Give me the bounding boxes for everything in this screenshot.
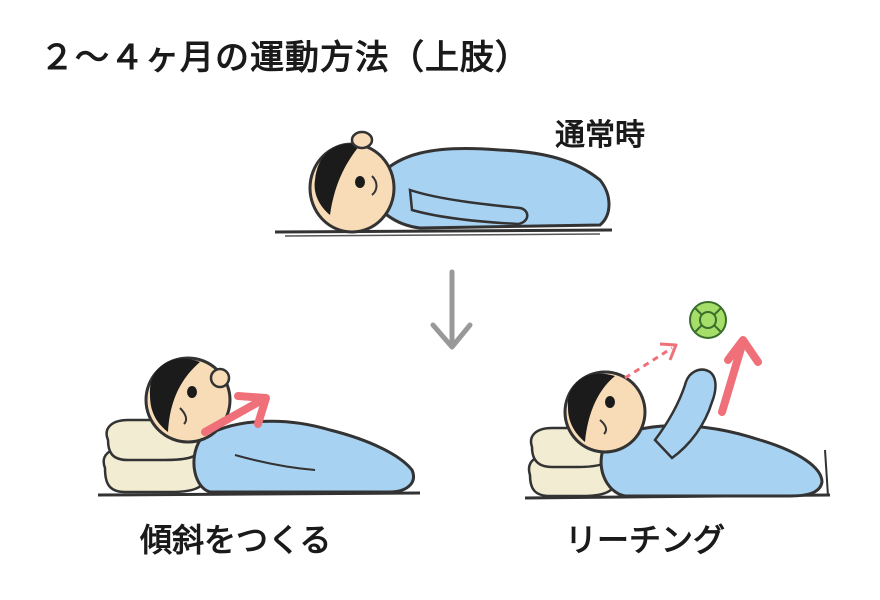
incline-caption: 傾斜をつくる	[140, 521, 332, 559]
baby-prone-normal	[274, 130, 613, 237]
down-arrow-icon	[430, 269, 473, 350]
ball-icon	[689, 301, 727, 339]
baby-reaching	[524, 336, 831, 500]
normal-position-label: 通常時	[555, 118, 645, 153]
reaching-caption: リーチング	[565, 521, 726, 559]
page-title: ２～４ヶ月の運動方法（上肢）	[40, 38, 530, 78]
baby-incline	[97, 356, 421, 497]
